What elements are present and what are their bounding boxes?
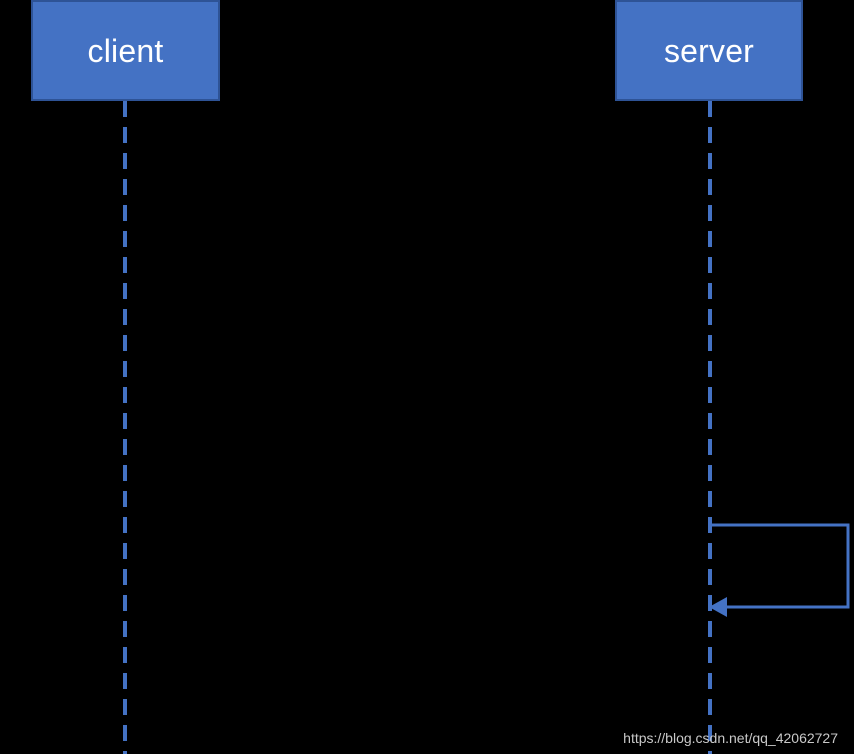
participant-label-server: server xyxy=(663,32,755,69)
participant-box-server[interactable]: server xyxy=(615,0,803,101)
participant-box-client[interactable]: client xyxy=(31,0,220,101)
participant-label-client: client xyxy=(87,32,164,69)
lifeline-server xyxy=(708,101,712,754)
lifeline-client xyxy=(123,101,127,754)
self-message-arrow-server[interactable] xyxy=(700,515,854,619)
watermark-text: https://blog.csdn.net/qq_42062727 xyxy=(623,730,838,746)
self-message-path xyxy=(711,523,850,609)
